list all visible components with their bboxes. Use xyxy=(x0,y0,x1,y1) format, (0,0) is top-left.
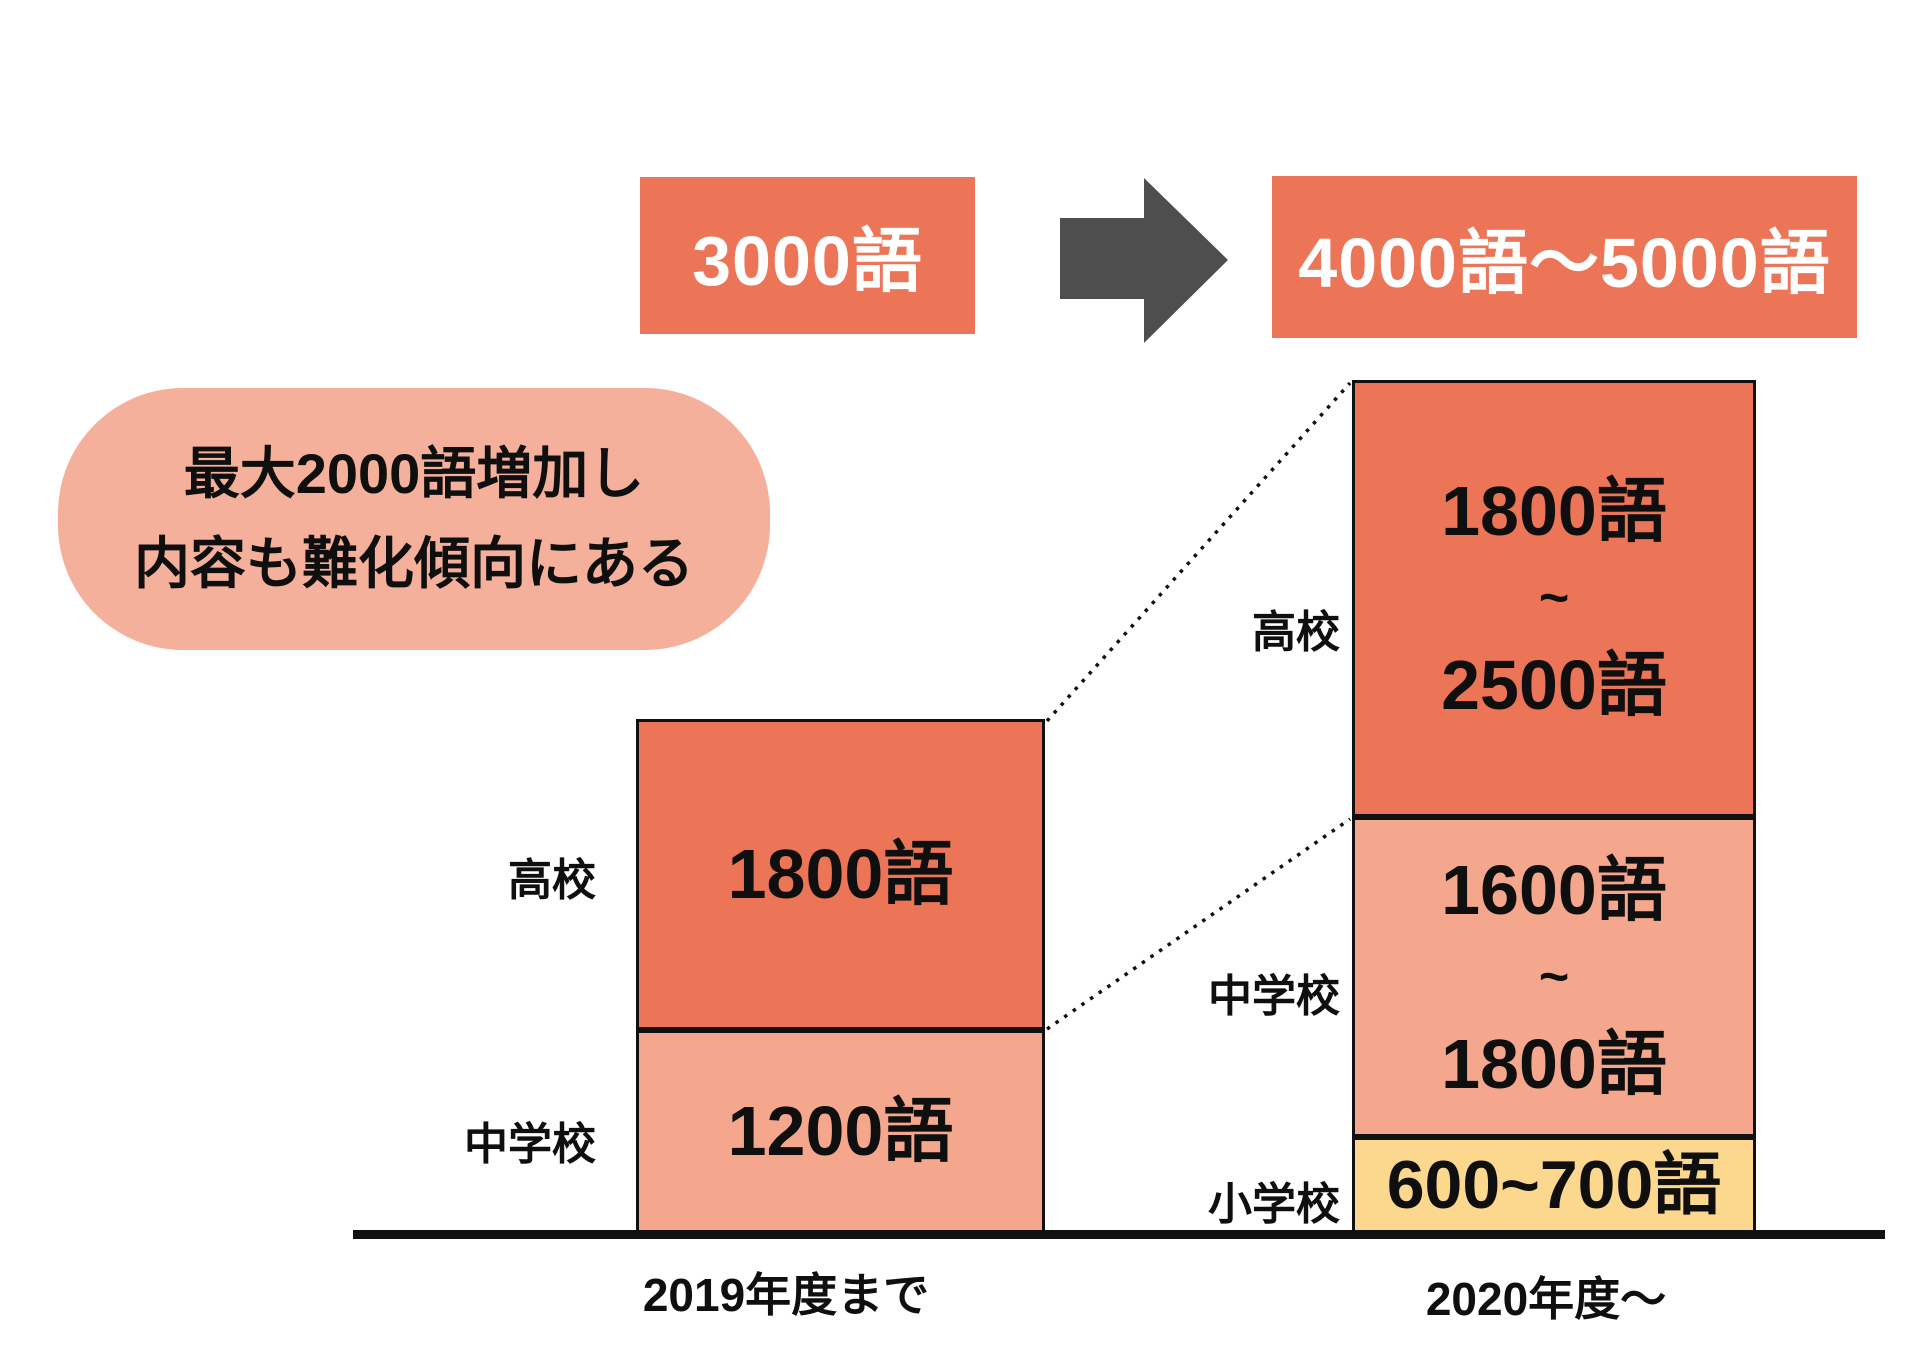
axis-label-2019: 2019年度まで xyxy=(642,1269,930,1321)
bar-2020-juniorhigh-max: 1800語 xyxy=(1441,1024,1667,1103)
total-before-box: 3000語 xyxy=(640,177,975,334)
total-after-value: 4000語〜5000語 xyxy=(1298,223,1831,302)
label-2020-juniorhigh: 中学校 xyxy=(1208,972,1340,1021)
bar-2019-highschool-value: 1800語 xyxy=(727,835,954,913)
bar-2020-juniorhigh-range-tilde: ~ xyxy=(1538,947,1570,1006)
label-2020-highschool: 高校 xyxy=(1252,608,1340,657)
axis-label-2020: 2020年度〜 xyxy=(1425,1273,1667,1325)
label-2020-elementary: 小学校 xyxy=(1208,1180,1340,1229)
total-after-box: 4000語〜5000語 xyxy=(1272,176,1857,338)
bar-2019-segment-highschool: 1800語 xyxy=(636,719,1045,1030)
callout-line-1: 最大2000語増加し xyxy=(183,442,645,505)
bar-2020-highschool-range-tilde: ~ xyxy=(1538,569,1570,627)
callout-bubble: 最大2000語増加し 内容も難化傾向にある xyxy=(58,388,770,650)
bar-2020-segment-highschool: 1800語 ~ 2500語 xyxy=(1352,380,1756,817)
baseline-axis xyxy=(353,1230,1885,1239)
bar-2020-highschool-min: 1800語 xyxy=(1441,472,1667,550)
callout-line-2: 内容も難化傾向にある xyxy=(134,532,694,595)
label-2019-juniorhigh: 中学校 xyxy=(464,1120,596,1169)
bar-2020-segment-elementary: 600~700語 xyxy=(1352,1137,1756,1233)
bar-2020-elementary-value: 600~700語 xyxy=(1386,1147,1722,1223)
bar-2019-juniorhigh-value: 1200語 xyxy=(727,1092,954,1170)
label-2019-highschool: 高校 xyxy=(508,856,596,905)
total-before-value: 3000語 xyxy=(692,222,923,300)
connector-dotted-line-top xyxy=(1045,381,1352,723)
bar-2020-juniorhigh-min: 1600語 xyxy=(1441,850,1667,929)
bar-2020-segment-juniorhigh: 1600語 ~ 1800語 xyxy=(1352,817,1756,1137)
bar-2020-highschool-max: 2500語 xyxy=(1441,646,1667,724)
arrow-right-icon xyxy=(1060,178,1228,343)
bar-2019-segment-juniorhigh: 1200語 xyxy=(636,1030,1045,1233)
